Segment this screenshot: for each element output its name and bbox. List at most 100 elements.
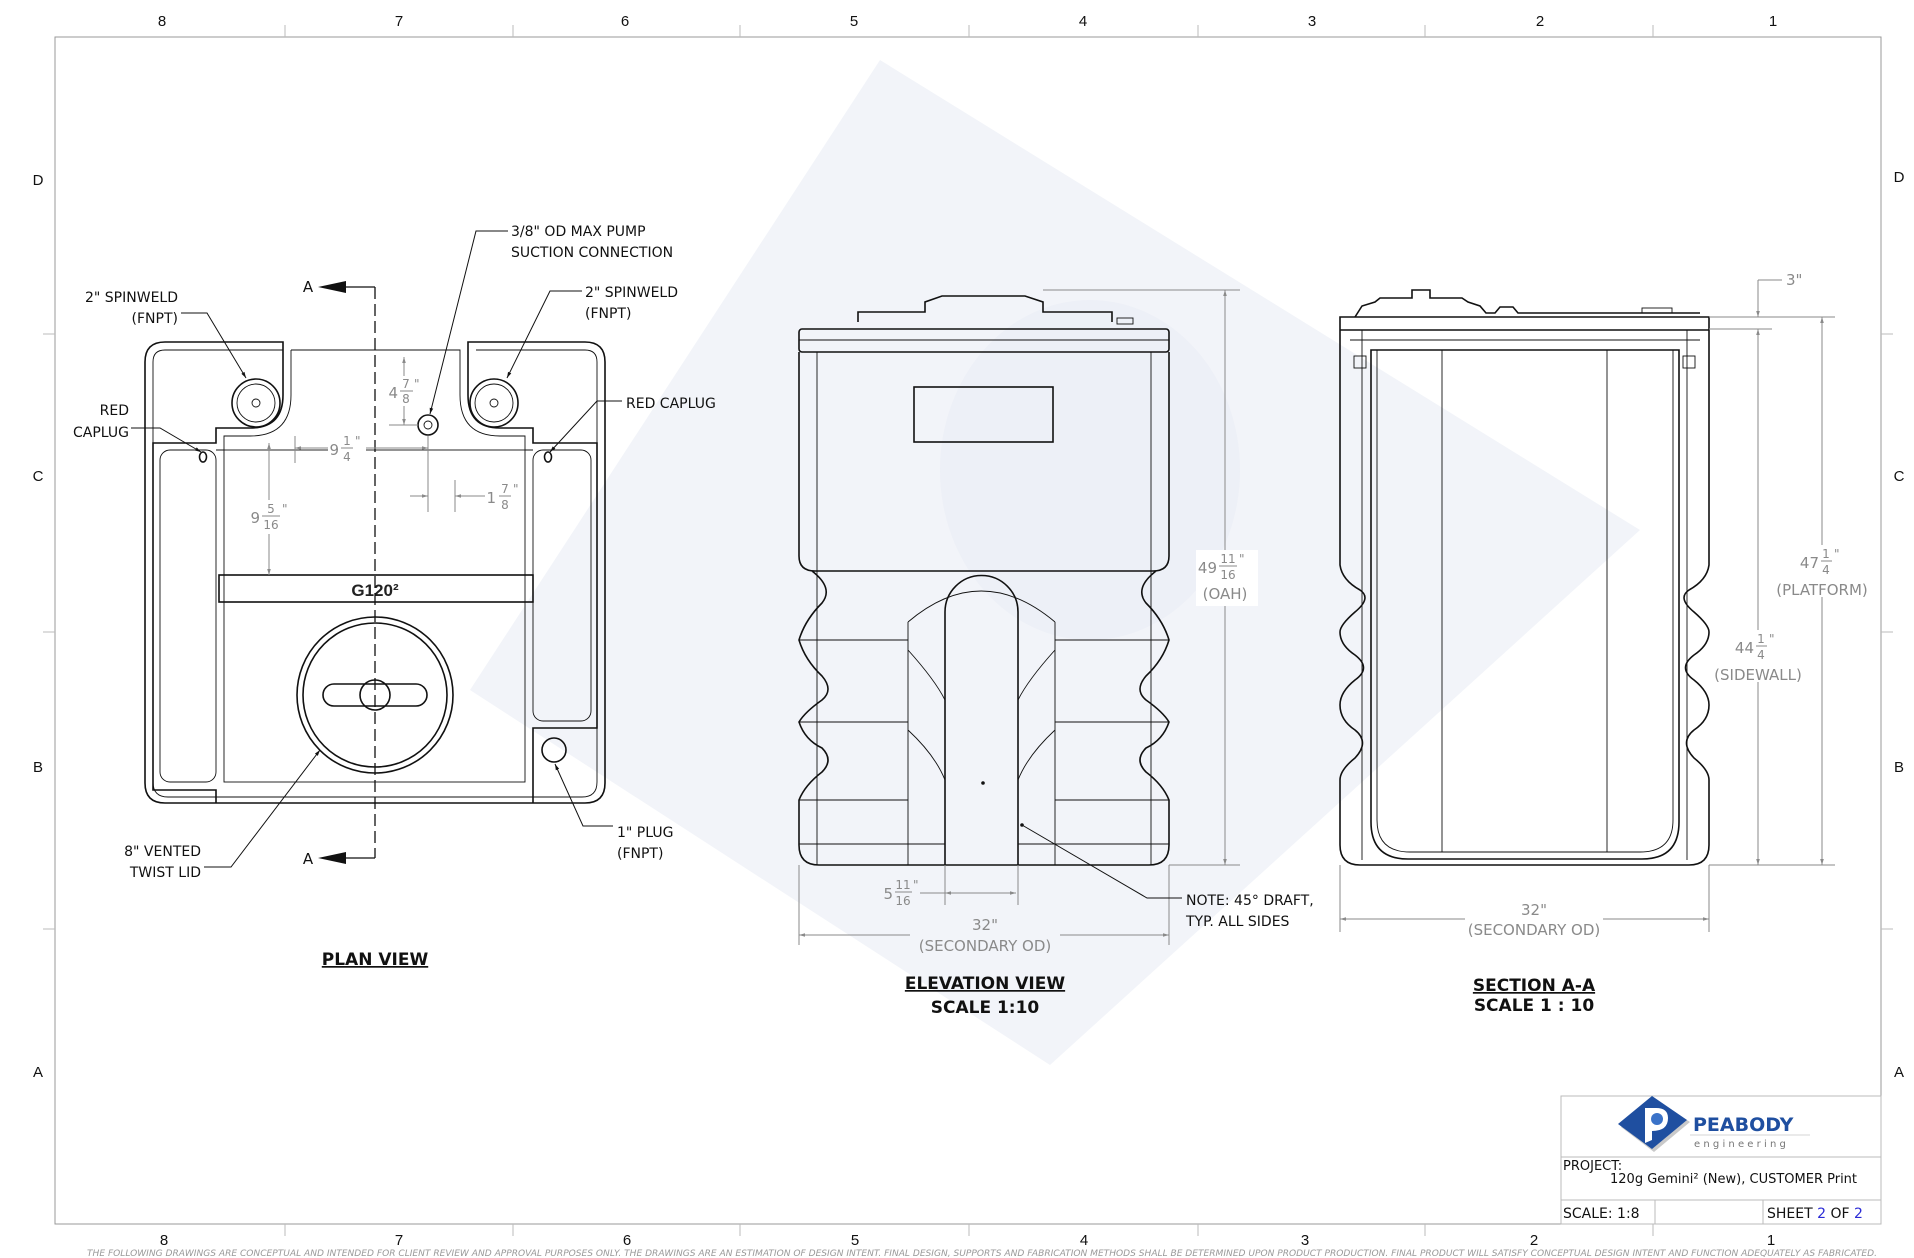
- dim-sidewall: 44 1 4 " (SIDEWALL): [1712, 630, 1804, 684]
- section-fitting: [1641, 307, 1673, 314]
- row-label: D: [1894, 169, 1905, 186]
- draft-note-line2: TYP. ALL SIDES: [1185, 914, 1290, 930]
- dim-numerator: 1: [1822, 547, 1830, 561]
- plan-label-band: [218, 574, 534, 603]
- spinweld-right-leader: [506, 290, 582, 379]
- column-label: 5: [851, 1232, 859, 1249]
- dim-whole: 1: [486, 489, 496, 507]
- dim-pump-edge: 1 7 8 ": [486, 482, 518, 512]
- dim-numerator: 1: [343, 434, 351, 448]
- dim-whole: 44: [1735, 639, 1754, 657]
- title-block: PEABODY engineering PROJECT: 120g Gemini…: [1560, 1095, 1882, 1225]
- section-inner-tank: [1370, 349, 1680, 860]
- column-label: 7: [395, 13, 403, 30]
- dim-denominator: 16: [1220, 568, 1235, 582]
- caplug-left-callout-line1: RED: [100, 403, 129, 419]
- dim-section-width-label: (SECONDARY OD): [1468, 921, 1601, 939]
- plug-callout-line1: 1" PLUG: [617, 825, 673, 841]
- section-arrowhead-bottom: [318, 852, 346, 864]
- dim-denominator: 4: [1757, 648, 1765, 662]
- caplug-right-leader: [549, 400, 622, 453]
- dim-unit: ": [282, 502, 288, 516]
- tank-model-label: G120²: [351, 581, 399, 600]
- dim-pump-offset-h: 9 1 4 ": [328, 433, 366, 465]
- dim-unit: ": [913, 878, 919, 892]
- lid-callout-line2: TWIST LID: [129, 865, 201, 881]
- dim-elevation-width-label: (SECONDARY OD): [919, 937, 1052, 955]
- row-label: D: [33, 172, 44, 189]
- dim-whole: 49: [1198, 559, 1217, 577]
- sheet-label: SHEET: [1767, 1206, 1813, 1222]
- spinweld-right-callout-line2: (FNPT): [585, 306, 631, 322]
- dim-denominator: 8: [501, 498, 509, 512]
- section-marker-bottom: A: [303, 850, 314, 868]
- project-value: 120g Gemini² (New), CUSTOMER Print: [1610, 1172, 1857, 1187]
- draft-note-leader: [1021, 824, 1182, 899]
- spinweld-right: [469, 378, 519, 428]
- elevation-view-title: ELEVATION VIEW: [905, 974, 1066, 994]
- elevation-label-window: [913, 386, 1054, 443]
- elevation-channel: [944, 574, 1019, 865]
- title-block-frame: [1560, 1095, 1882, 1225]
- elevation-view: 49 11 16 " (OAH) 5 11 16 " 32" (SECONDAR…: [798, 289, 1314, 1018]
- caplug-right: [543, 451, 553, 463]
- row-label: B: [33, 759, 43, 776]
- dim-denominator: 16: [263, 518, 278, 532]
- dim-numerator: 11: [1220, 552, 1235, 566]
- spinweld-right-callout-line1: 2" SPINWELD: [585, 285, 678, 301]
- column-label: 1: [1769, 13, 1777, 30]
- spinweld-left-hole: [251, 398, 261, 408]
- dim-numerator: 7: [501, 482, 509, 496]
- section-clip-right: [1682, 355, 1696, 369]
- peabody-logo: PEABODY engineering: [1618, 1096, 1810, 1152]
- lid-callout-line1: 8" VENTED: [124, 844, 201, 860]
- column-label: 2: [1530, 1232, 1538, 1249]
- column-label: 3: [1308, 13, 1316, 30]
- dim-numerator: 7: [402, 377, 410, 391]
- dim-unit: ": [355, 434, 361, 448]
- dim-label: (PLATFORM): [1776, 581, 1868, 599]
- row-labels: D C B A D C B A: [33, 169, 1905, 1081]
- column-label: 6: [621, 13, 629, 30]
- logo-sub: engineering: [1694, 1139, 1789, 1150]
- dim-numerator: 1: [1757, 632, 1765, 646]
- dim-unit: ": [513, 482, 519, 496]
- scale-label: SCALE: 1:8: [1563, 1206, 1640, 1222]
- sheet-total: 2: [1854, 1206, 1863, 1222]
- column-label: 4: [1079, 13, 1087, 30]
- column-label: 3: [1301, 1232, 1309, 1249]
- row-label: C: [1894, 468, 1905, 485]
- dim-elevation-height: 49 11 16 " (OAH): [1196, 550, 1258, 606]
- dim-numerator: 5: [267, 502, 275, 516]
- spinweld-right-hole: [489, 398, 499, 408]
- row-label: A: [33, 1064, 43, 1081]
- pump-callout-line2: SUCTION CONNECTION: [511, 245, 673, 261]
- section-clip-left: [1353, 355, 1367, 369]
- pump-callout-line1: 3/8" OD MAX PUMP: [511, 224, 646, 240]
- plan-left-wing: [159, 449, 217, 783]
- spinweld-right-inner: [474, 383, 514, 423]
- dim-band-offset: 9 5 16 ": [246, 500, 290, 534]
- section-view: 3" 44 1 4 " (SIDEWALL) 47 1 4 " (PLATFOR…: [1339, 271, 1874, 1016]
- lid-leader: [204, 749, 321, 868]
- section-inner-liner: [1350, 330, 1700, 860]
- dim-label: (SIDEWALL): [1714, 666, 1802, 684]
- dim-denominator: 4: [1822, 563, 1830, 577]
- elevation-view-scale: SCALE 1:10: [931, 998, 1040, 1018]
- elevation-lid: [857, 295, 1113, 322]
- dim-whole: 9: [329, 441, 339, 459]
- dim-lid: 3": [1786, 271, 1802, 289]
- section-lid: [1354, 289, 1700, 318]
- plan-view: G120² A A 3/8" OD MAX PUMP SUCTION CONNE…: [73, 224, 716, 970]
- dim-whole: 4: [388, 384, 398, 402]
- dim-elevation-width: 32": [972, 916, 998, 934]
- disclaimer: THE FOLLOWING DRAWINGS ARE CONCEPTUAL AN…: [87, 1249, 1877, 1258]
- column-label: 4: [1080, 1232, 1088, 1249]
- pump-connection: [417, 414, 439, 436]
- column-label: 5: [850, 13, 858, 30]
- sheet-border: [54, 36, 1882, 1225]
- elevation-body: [798, 352, 1170, 866]
- caplug-left: [198, 451, 208, 463]
- logo-name: PEABODY: [1693, 1114, 1794, 1136]
